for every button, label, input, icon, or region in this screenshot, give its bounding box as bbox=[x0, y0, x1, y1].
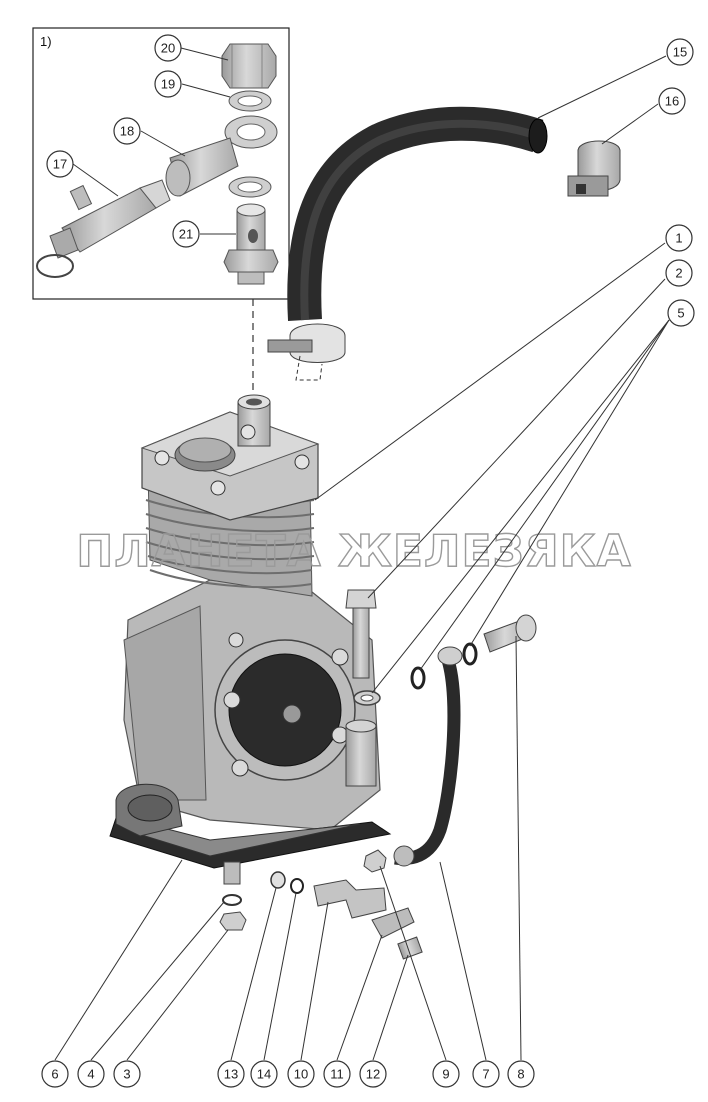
callout-6-label: 6 bbox=[51, 1067, 58, 1082]
leader-8 bbox=[515, 635, 522, 1061]
callout-6: 6 bbox=[41, 1060, 69, 1088]
callout-10: 10 bbox=[287, 1060, 315, 1088]
leader-20 bbox=[180, 47, 229, 61]
callout-17: 17 bbox=[46, 150, 74, 178]
part-4-washer bbox=[222, 894, 242, 906]
callout-18: 18 bbox=[113, 117, 141, 145]
part-8-banjo-bolt bbox=[483, 614, 537, 653]
callout-21-label: 21 bbox=[179, 227, 193, 242]
callout-9-label: 9 bbox=[442, 1067, 449, 1082]
callout-8-label: 8 bbox=[517, 1067, 524, 1082]
leader-12 bbox=[372, 954, 409, 1061]
callout-11: 11 bbox=[323, 1060, 351, 1088]
callout-17-label: 17 bbox=[53, 157, 67, 172]
callout-20: 20 bbox=[154, 34, 182, 62]
callout-13-label: 13 bbox=[224, 1067, 238, 1082]
callout-3-label: 3 bbox=[123, 1067, 130, 1082]
leader-3 bbox=[126, 929, 229, 1061]
part-12-plug bbox=[397, 936, 423, 960]
callout-2: 2 bbox=[665, 259, 693, 287]
leader-16 bbox=[601, 103, 659, 145]
callout-4: 4 bbox=[77, 1060, 105, 1088]
part-washer-lower bbox=[228, 176, 272, 198]
leader-11 bbox=[336, 934, 383, 1061]
part-18-banjo-fitting bbox=[165, 115, 278, 197]
leader-6 bbox=[54, 859, 183, 1061]
leader-10 bbox=[300, 901, 329, 1061]
leader-lines bbox=[54, 47, 670, 1061]
part-7-air-pipe bbox=[393, 646, 463, 867]
part-13-washer bbox=[270, 871, 286, 889]
leader-5c bbox=[469, 319, 670, 647]
callout-3: 3 bbox=[113, 1060, 141, 1088]
callout-18-label: 18 bbox=[120, 124, 134, 139]
callout-16: 16 bbox=[658, 87, 686, 115]
callout-15: 15 bbox=[666, 38, 694, 66]
callout-1: 1 bbox=[665, 224, 693, 252]
callout-8: 8 bbox=[507, 1060, 535, 1088]
part-11-bracket bbox=[371, 907, 415, 939]
callout-12: 12 bbox=[359, 1060, 387, 1088]
part-19-washer bbox=[228, 90, 272, 112]
part-17-drain-valve bbox=[36, 179, 171, 278]
leader-5a bbox=[371, 319, 670, 694]
callout-12-label: 12 bbox=[366, 1067, 380, 1082]
part-2-washer bbox=[353, 690, 381, 706]
callout-14: 14 bbox=[250, 1060, 278, 1088]
leader-7 bbox=[439, 861, 487, 1061]
callout-5-label: 5 bbox=[677, 306, 684, 321]
inset-label: 1) bbox=[40, 34, 52, 49]
callout-14-label: 14 bbox=[257, 1067, 271, 1082]
callout-7-label: 7 bbox=[482, 1067, 489, 1082]
leader-13 bbox=[230, 887, 277, 1061]
callout-21: 21 bbox=[172, 220, 200, 248]
compressor-body bbox=[109, 394, 392, 885]
part-5-sealing-rings bbox=[410, 642, 478, 690]
leader-4 bbox=[90, 901, 225, 1061]
leader-19 bbox=[181, 83, 231, 98]
part-15-air-hose bbox=[287, 106, 548, 321]
leader-18 bbox=[140, 130, 186, 157]
callout-20-label: 20 bbox=[161, 41, 175, 56]
callout-11-label: 11 bbox=[330, 1067, 344, 1082]
callout-5: 5 bbox=[667, 299, 695, 327]
callout-15-label: 15 bbox=[673, 45, 687, 60]
leader-17 bbox=[72, 163, 119, 197]
hose-clamp-lower bbox=[267, 323, 346, 381]
leader-2 bbox=[367, 278, 666, 599]
callout-10-label: 10 bbox=[294, 1067, 308, 1082]
part-14-ring bbox=[290, 878, 304, 894]
part-16-hose-clamp bbox=[567, 140, 621, 197]
part-10-bracket bbox=[313, 879, 387, 919]
callout-9: 9 bbox=[432, 1060, 460, 1088]
callout-1-label: 1 bbox=[675, 231, 682, 246]
callout-7: 7 bbox=[472, 1060, 500, 1088]
callout-19-label: 19 bbox=[161, 77, 175, 92]
part-1-bolt bbox=[345, 589, 377, 679]
part-3-nut bbox=[219, 911, 247, 931]
leader-14 bbox=[263, 892, 297, 1061]
part-20-nut bbox=[221, 43, 277, 89]
leader-5b bbox=[419, 319, 670, 671]
leader-15 bbox=[537, 55, 667, 119]
callout-19: 19 bbox=[154, 70, 182, 98]
leader-1 bbox=[314, 242, 666, 501]
leader-9 bbox=[379, 865, 447, 1061]
callout-4-label: 4 bbox=[87, 1067, 94, 1082]
callout-16-label: 16 bbox=[665, 94, 679, 109]
part-9-union-nut bbox=[363, 849, 387, 873]
callout-2-label: 2 bbox=[675, 266, 682, 281]
watermark-text: ПЛАНЕТА ЖЕЛЕЗЯКА bbox=[76, 526, 631, 577]
part-21-banjo-bolt bbox=[223, 203, 279, 285]
callout-13: 13 bbox=[217, 1060, 245, 1088]
